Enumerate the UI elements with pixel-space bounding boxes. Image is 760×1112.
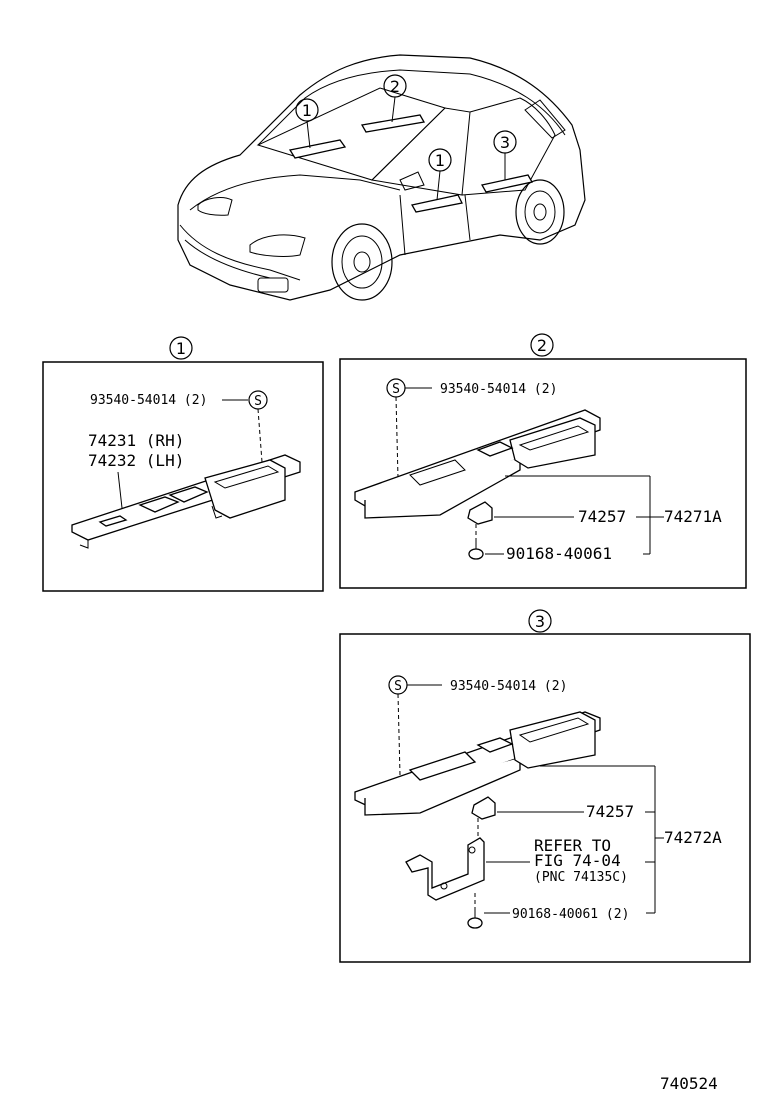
section-2-clip xyxy=(467,501,493,525)
section-3-number: 3 xyxy=(528,609,552,633)
section-3: 3 S 93540-54014 (2) 74257 xyxy=(339,609,751,963)
svg-text:1: 1 xyxy=(435,151,445,170)
section-3-refer-line2: FIG 74-04 xyxy=(534,851,621,870)
figure-code: 740524 xyxy=(660,1074,718,1093)
section-2-switch-base xyxy=(354,409,601,519)
section-2-assembly-part: 74271A xyxy=(664,507,722,526)
svg-text:1: 1 xyxy=(302,101,312,120)
section-3-bolt-part: 90168-40061 (2) xyxy=(512,907,629,922)
section-2-bolt xyxy=(468,542,484,560)
svg-text:2: 2 xyxy=(390,77,400,96)
svg-text:2: 2 xyxy=(537,336,547,355)
section-1-part-rh: 74231 (RH) xyxy=(88,431,184,450)
section-2-screw-part: 93540-54014 (2) xyxy=(440,382,557,397)
section-1-screw-part: 93540-54014 (2) xyxy=(90,393,207,408)
section-3-clip-part: 74257 xyxy=(586,802,634,821)
section-1-screw-symbol: S xyxy=(248,390,268,410)
section-1: 1 93540-54014 (2) S 74231 (RH) 74232 (LH… xyxy=(42,336,324,592)
section-3-screw-part: 93540-54014 (2) xyxy=(450,679,567,694)
section-3-switch-base xyxy=(354,711,601,816)
section-2: 2 S 93540-54014 (2) 74257 xyxy=(339,333,747,589)
car-callout-3: 3 xyxy=(493,130,517,180)
section-2-number: 2 xyxy=(530,333,554,357)
section-3-refer-line3: (PNC 74135C) xyxy=(534,870,628,885)
section-3-screw-symbol: S xyxy=(388,675,408,695)
section-2-panel xyxy=(339,358,747,589)
section-1-part-lh: 74232 (LH) xyxy=(88,451,184,470)
section-2-clip-part: 74257 xyxy=(578,507,626,526)
svg-text:1: 1 xyxy=(176,339,186,358)
section-2-screw-symbol: S xyxy=(386,378,406,398)
section-1-switch-base xyxy=(71,454,301,549)
car-illustration: 1 2 1 3 xyxy=(177,54,586,301)
svg-text:S: S xyxy=(254,394,262,409)
svg-text:3: 3 xyxy=(500,133,510,152)
section-1-panel xyxy=(42,361,324,592)
svg-text:3: 3 xyxy=(535,612,545,631)
section-3-refer-line1: REFER TO xyxy=(534,836,611,855)
section-1-number: 1 xyxy=(169,336,193,360)
svg-text:S: S xyxy=(394,679,402,694)
section-3-bracket xyxy=(405,837,485,901)
section-3-clip xyxy=(471,796,496,820)
car-callout-1b: 1 xyxy=(428,148,452,201)
section-3-assembly-part: 74272A xyxy=(664,828,722,847)
car-callout-1a: 1 xyxy=(295,98,319,149)
section-3-bolt xyxy=(467,910,483,929)
car-callout-2: 2 xyxy=(383,74,407,123)
section-2-bolt-part: 90168-40061 xyxy=(506,544,612,563)
svg-text:S: S xyxy=(392,382,400,397)
section-3-panel xyxy=(339,633,751,963)
